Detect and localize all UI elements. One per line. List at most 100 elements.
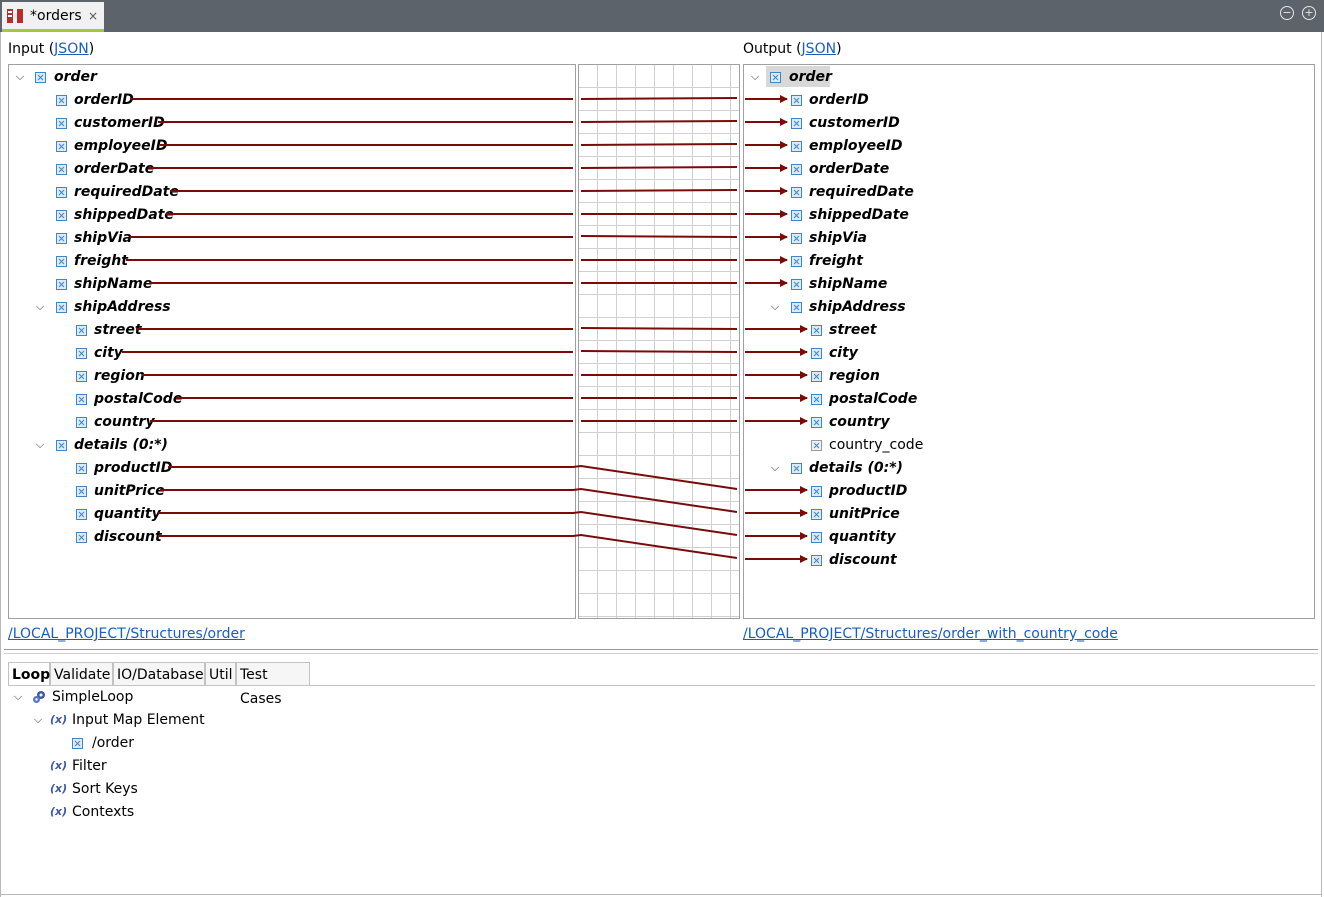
element-icon (791, 302, 802, 313)
variable-icon: (x) (50, 713, 68, 726)
chevron-down-icon[interactable]: ⌵ (33, 713, 43, 726)
output-label-end: ) (836, 41, 842, 57)
element-icon (811, 532, 822, 543)
element-icon (770, 72, 781, 83)
output-structure-path-link[interactable]: /LOCAL_PROJECT/Structures/order_with_cou… (743, 626, 1118, 642)
maximize-button[interactable]: + (1302, 6, 1316, 20)
element-icon (56, 440, 67, 451)
element-icon (56, 95, 67, 106)
input-label-end: ) (88, 41, 95, 57)
node-label: city (829, 345, 858, 361)
mapping-editor-icon (7, 9, 23, 23)
tab-io-database[interactable]: IO/Database (113, 662, 205, 686)
minimize-button[interactable]: − (1280, 6, 1294, 20)
node-label: requiredDate (74, 184, 179, 200)
node-label: discount (829, 552, 897, 568)
mapping-canvas[interactable] (578, 64, 740, 619)
node-label: orderDate (809, 161, 890, 177)
node-label: orderDate (74, 161, 155, 177)
node-label: discount (94, 529, 162, 545)
tab-loop[interactable]: Loop (8, 662, 50, 686)
element-icon (791, 256, 802, 267)
element-icon (76, 486, 87, 497)
node-label: shipAddress (74, 299, 171, 315)
chevron-down-icon[interactable]: ⌵ (35, 300, 45, 313)
node-label: Input Map Element (72, 712, 205, 728)
node-label: details (0:*) (74, 437, 168, 453)
chevron-down-icon[interactable]: ⌵ (13, 690, 23, 703)
node-label: Contexts (72, 804, 135, 820)
element-icon (76, 463, 87, 474)
node-label: freight (809, 253, 863, 269)
element-icon (76, 417, 87, 428)
node-label: shippedDate (74, 207, 174, 223)
node-label: orderID (809, 92, 869, 108)
node-label: employeeID (74, 138, 168, 154)
node-label: productID (94, 460, 173, 476)
tab-test-cases[interactable]: Test Cases (236, 662, 310, 707)
panel-splitter[interactable] (4, 649, 1318, 654)
element-icon (56, 118, 67, 129)
output-json-link[interactable]: JSON (801, 41, 837, 57)
node-label: shipVia (74, 230, 132, 246)
output-label-text: Output ( (743, 41, 802, 57)
node-label: shipName (74, 276, 153, 292)
node-label: postalCode (94, 391, 183, 407)
node-label: region (829, 368, 880, 384)
node-label: order (789, 69, 832, 85)
element-icon (56, 302, 67, 313)
chevron-down-icon[interactable]: ⌵ (15, 70, 25, 83)
element-icon (811, 486, 822, 497)
node-label: orderID (74, 92, 134, 108)
frame-right-edge (1321, 32, 1322, 897)
selection-highlight (766, 66, 830, 87)
element-icon (56, 210, 67, 221)
node-label: /order (92, 735, 135, 751)
chevron-down-icon[interactable]: ⌵ (750, 70, 760, 83)
element-icon (811, 394, 822, 405)
node-label: SimpleLoop (52, 689, 134, 705)
element-icon (56, 141, 67, 152)
node-label: employeeID (809, 138, 903, 154)
node-label: unitPrice (829, 506, 900, 522)
chevron-down-icon[interactable]: ⌵ (35, 438, 45, 451)
editor-tab-orders[interactable]: *orders × (2, 2, 104, 32)
element-icon (811, 325, 822, 336)
element-icon (56, 256, 67, 267)
input-json-link[interactable]: JSON (54, 41, 89, 57)
element-icon (791, 463, 802, 474)
output-tree-panel[interactable] (743, 64, 1315, 619)
input-label-text: Input ( (8, 41, 55, 57)
element-icon (56, 279, 67, 290)
element-icon (791, 233, 802, 244)
element-icon (76, 509, 87, 520)
gears-icon (33, 691, 45, 703)
node-label: productID (829, 483, 908, 499)
element-icon (791, 164, 802, 175)
element-icon (791, 118, 802, 129)
node-label: street (94, 322, 142, 338)
element-icon (791, 279, 802, 290)
frame-bottom-edge (0, 894, 1322, 895)
tab-util[interactable]: Util (205, 662, 236, 686)
node-label: shipVia (809, 230, 867, 246)
tab-validate[interactable]: Validate (50, 662, 113, 686)
node-label: postalCode (829, 391, 918, 407)
element-icon (811, 371, 822, 382)
frame-left-edge (0, 32, 1, 897)
tab-title: *orders (30, 8, 82, 24)
input-section-label: Input (JSON) (8, 41, 94, 57)
node-label: street (829, 322, 877, 338)
input-structure-path-link[interactable]: /LOCAL_PROJECT/Structures/order (8, 626, 245, 642)
close-icon[interactable]: × (88, 9, 99, 23)
element-icon (35, 72, 46, 83)
node-label: quantity (94, 506, 161, 522)
node-label: quantity (829, 529, 896, 545)
element-icon (791, 210, 802, 221)
node-label: Sort Keys (72, 781, 138, 797)
chevron-down-icon[interactable]: ⌵ (770, 300, 780, 313)
variable-icon: (x) (50, 805, 68, 818)
element-icon (72, 738, 83, 749)
element-icon (811, 555, 822, 566)
chevron-down-icon[interactable]: ⌵ (770, 461, 780, 474)
